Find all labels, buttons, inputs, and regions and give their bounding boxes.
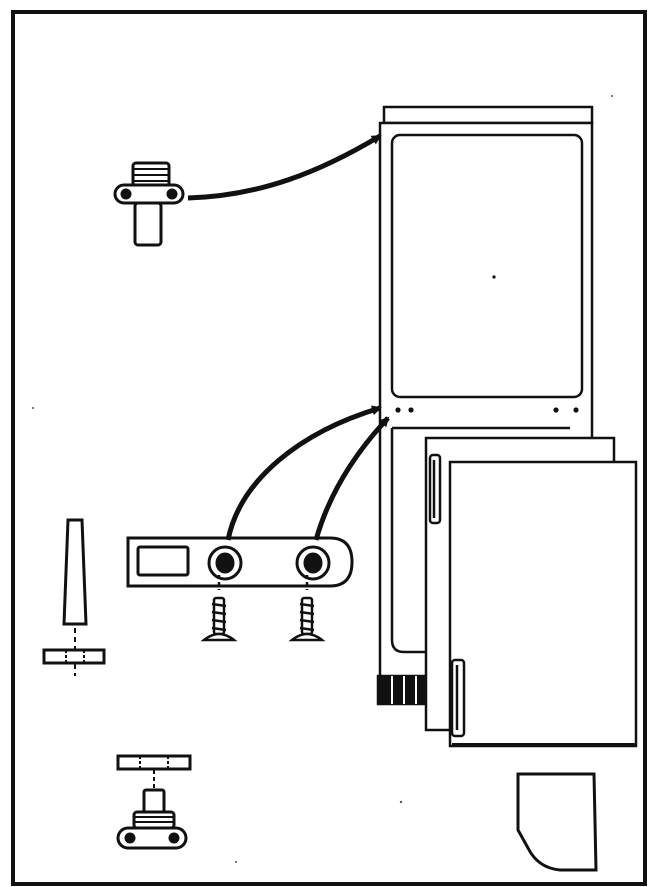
arrow-bracket-left — [225, 405, 382, 541]
top-hinge-pin — [113, 161, 185, 247]
bracket-slot — [136, 545, 190, 577]
bottom-washer — [116, 754, 192, 771]
left-handle-pin — [42, 518, 106, 676]
scan-speckles — [32, 95, 613, 863]
arrow-top-pin — [187, 133, 382, 201]
cabinet-top-strip — [382, 105, 594, 125]
door-front — [448, 460, 638, 748]
hinge-holes — [395, 275, 579, 413]
corner-cover-piece — [516, 772, 598, 872]
screw-right — [288, 575, 326, 642]
screw-left — [200, 575, 238, 642]
left-washer — [42, 648, 106, 665]
arrow-bracket-right — [313, 416, 390, 541]
assembly-arrows — [187, 133, 390, 541]
center-hinge-bracket — [126, 536, 354, 588]
bottom-foot-pin — [116, 754, 192, 850]
upper-compartment — [390, 133, 584, 399]
diagram-frame — [11, 10, 647, 886]
lower-compartment — [390, 428, 430, 654]
